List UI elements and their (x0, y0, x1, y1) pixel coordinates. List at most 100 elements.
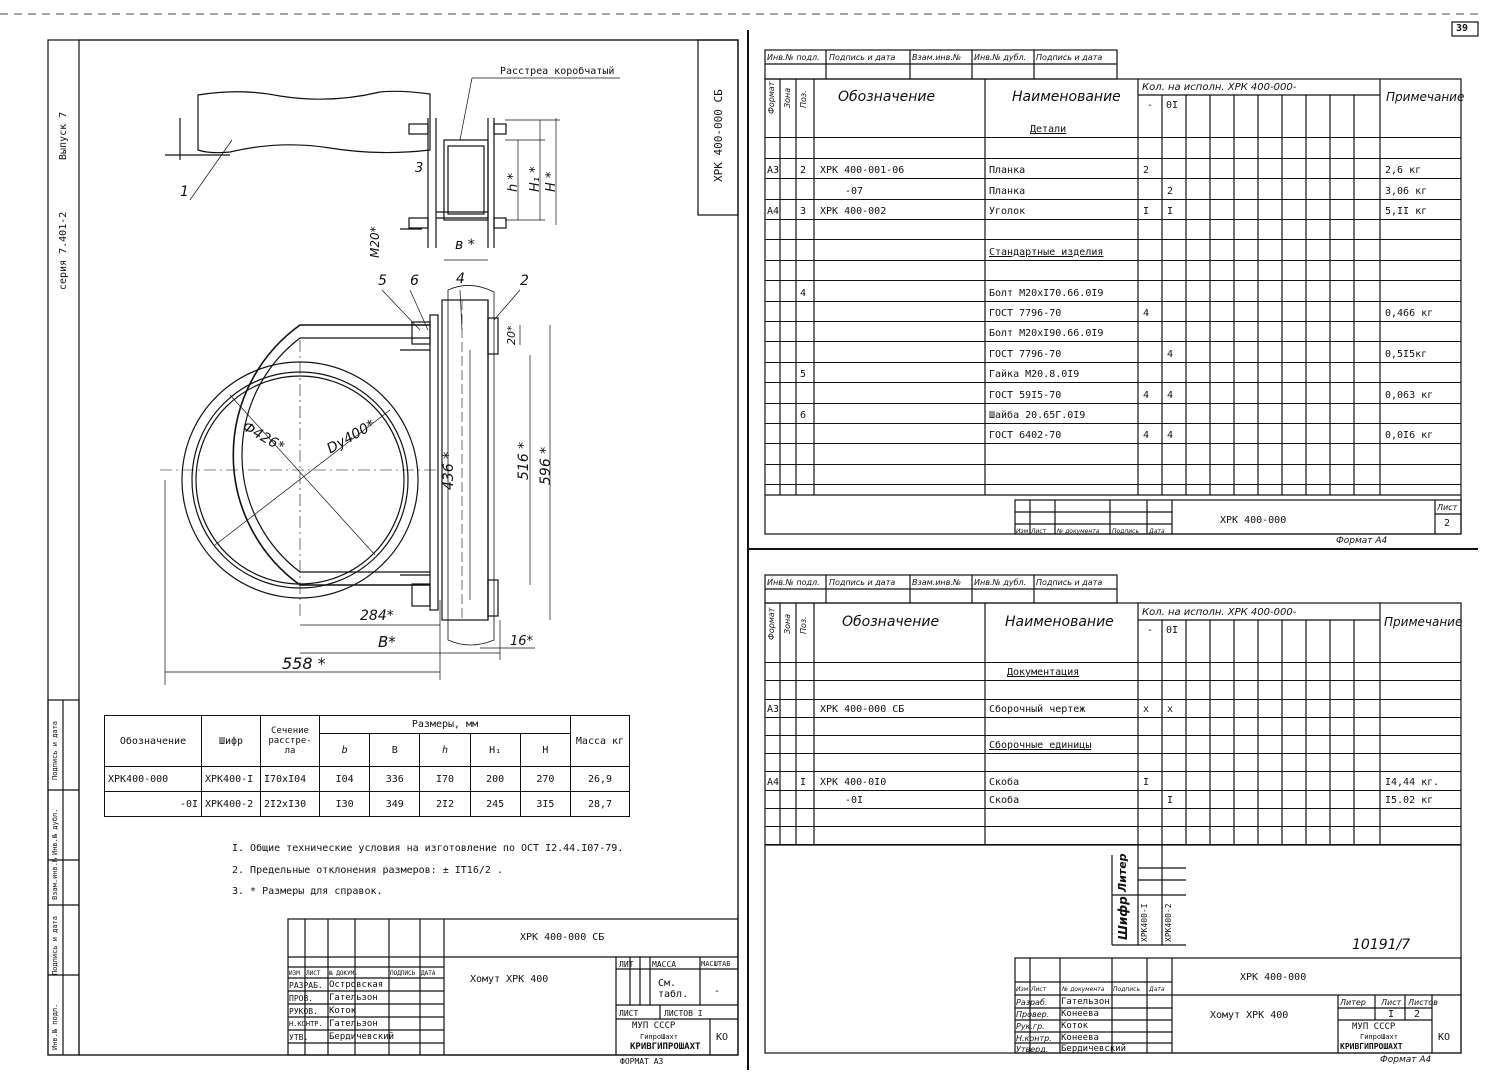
spec-cell-d: -07 (845, 185, 864, 197)
label-dimB: B* (378, 633, 396, 651)
label-dim16: 16* (510, 634, 534, 649)
page-number: 39 (1456, 23, 1469, 34)
th-B: В (369, 733, 421, 767)
spec-cell-q2: 2 (1167, 185, 1174, 197)
spec-cell-note: 0,5I5кг (1385, 348, 1428, 360)
th-code: Шифр (201, 715, 261, 767)
spec2-qty-b: 0I (1166, 100, 1179, 111)
tb-role: Н.КОНТР. (289, 1020, 323, 1028)
spec-row (765, 827, 1461, 846)
spec-cell-d: ХРК 400-002 (820, 205, 887, 217)
spec-cell-n: Болт М20xI90.66.0I9 (989, 328, 1104, 340)
spec-row (765, 645, 1461, 664)
tb-lit-header: ЛИТ (619, 960, 634, 969)
spec1-person: Гательзон (1061, 997, 1110, 1007)
size-table: Обозначение Шифр Сечение расстре-ла Разм… (104, 715, 630, 817)
th-b: b (318, 733, 371, 767)
spec-cell-d: -0I (845, 794, 864, 806)
spec2-stamp-col-0: Изм (1016, 528, 1029, 535)
tb-sheets: ЛИСТОВ I (664, 1009, 703, 1018)
spec1-sheet: Лист (1381, 998, 1402, 1007)
cell-b: I30 (318, 791, 371, 817)
spec-cell-f: А4 (767, 205, 780, 217)
tb-person: Островская (329, 980, 384, 990)
tb-scale-header: МАСШТАБ (701, 960, 731, 968)
th-designation: Обозначение (104, 715, 202, 767)
spec1-stamp-col-2: № документа (1062, 986, 1105, 993)
spec-cell-d: ХРК 400-0I0 (820, 776, 887, 788)
spec-cell-n: Детали (1030, 124, 1067, 136)
spec-cell-note: 0,063 кг (1385, 389, 1434, 401)
spec2-qty-a: - (1147, 100, 1154, 111)
spec-cell-q1: 4 (1143, 307, 1150, 319)
spec2-top-col-4: Подпись и дата (1036, 53, 1103, 62)
tb-stamp-col-3: ПОДПИСЬ (390, 970, 416, 977)
label-pos4: 4 (456, 271, 465, 287)
spec1-role: Разраб. (1016, 998, 1048, 1007)
spec1-lit: Литер (1340, 998, 1366, 1007)
label-pos5: 5 (378, 273, 387, 289)
tb-format: ФОРМАТ А3 (620, 1057, 664, 1066)
cell-mass: 26,9 (570, 766, 630, 792)
label-raster: Расстреа коробчатый (500, 66, 615, 77)
spec1-top-col-2: Взам.инв.№ (912, 578, 962, 587)
note-1: I. Общие технические условия на изготовл… (232, 843, 624, 854)
label-H: H * (544, 171, 559, 192)
spec-cell-q2: 4 (1167, 430, 1174, 442)
left-stamp-col-4: Подпись и дата (51, 720, 59, 780)
spec1-lit-label: Литер (1116, 853, 1129, 892)
spec1-stamp-col-0: Изм (1016, 986, 1029, 993)
label-dim436: 436 * (441, 451, 457, 490)
spec1-qty-b: 0I (1166, 625, 1179, 636)
spec1-person: Конеева (1061, 1009, 1099, 1019)
tb-role: УТВ. (289, 1033, 309, 1042)
spec1-role: Рук.гр. (1016, 1022, 1045, 1031)
left-stamp-col-0: Инв.№ подл. (51, 1003, 59, 1050)
spec-cell-f: А3 (767, 703, 780, 715)
left-sheet-frame (47, 39, 739, 1056)
cell-B: 349 (369, 791, 421, 817)
spec-row (765, 138, 1461, 159)
tb-code: ХРК 400-000 СБ (520, 932, 605, 943)
spec-cell-q1: 2 (1143, 165, 1150, 177)
left-stamp-col-2: Взам.инв.№ (51, 857, 59, 900)
spec-row (765, 754, 1461, 773)
spec-row (765, 465, 1461, 486)
spec1-stamp-col-4: Дата (1149, 986, 1165, 993)
spec-cell-n: Гайка М20.8.0I9 (989, 369, 1080, 381)
th-mass: Масса кг (570, 715, 630, 767)
spec2-top-col-1: Подпись и дата (829, 53, 896, 62)
spec-row (765, 681, 1461, 700)
tb-stamp-col-0: ИЗМ (289, 970, 300, 977)
spec-cell-n: Сборочный чертеж (989, 703, 1086, 715)
spec-cell-q1: 4 (1143, 389, 1150, 401)
spec1-col-zone: Зона (783, 613, 792, 634)
spec2-top-col-3: Инв.№ дубл. (974, 53, 1027, 62)
series-label: серия 7.401-2 (58, 211, 69, 290)
spec1-code-2: ХРК400-2 (1164, 903, 1173, 942)
spec1-col-name: Наименование (1005, 614, 1114, 630)
spec-row (765, 220, 1461, 241)
label-pos1: 1 (180, 184, 189, 200)
spec1-top-col-3: Инв.№ дубл. (974, 578, 1027, 587)
th-H1: H₁ (469, 733, 521, 767)
spec2-sheet-no: 2 (1444, 518, 1451, 529)
spec1-person: Конеева (1061, 1033, 1099, 1043)
spec-cell-q2: 4 (1167, 389, 1174, 401)
spec-cell-n: ГОСТ 7796-70 (989, 348, 1062, 360)
spec-row: 5 Гайка М20.8.0I9 (765, 363, 1461, 384)
tb-ko: КО (716, 1032, 729, 1043)
spec-cell-n: Скоба (989, 794, 1020, 806)
spec2-sheet-label: Лист (1437, 503, 1458, 512)
label-dim558: 558 * (282, 654, 326, 673)
label-m20: M20* (368, 226, 382, 258)
spec-cell-note: 0,0I6 кг (1385, 430, 1434, 442)
spec-row (765, 718, 1461, 736)
spec-cell-p: 5 (800, 369, 807, 381)
spec1-code-label: Шифр (1116, 896, 1130, 940)
label-pos2: 2 (520, 273, 529, 289)
